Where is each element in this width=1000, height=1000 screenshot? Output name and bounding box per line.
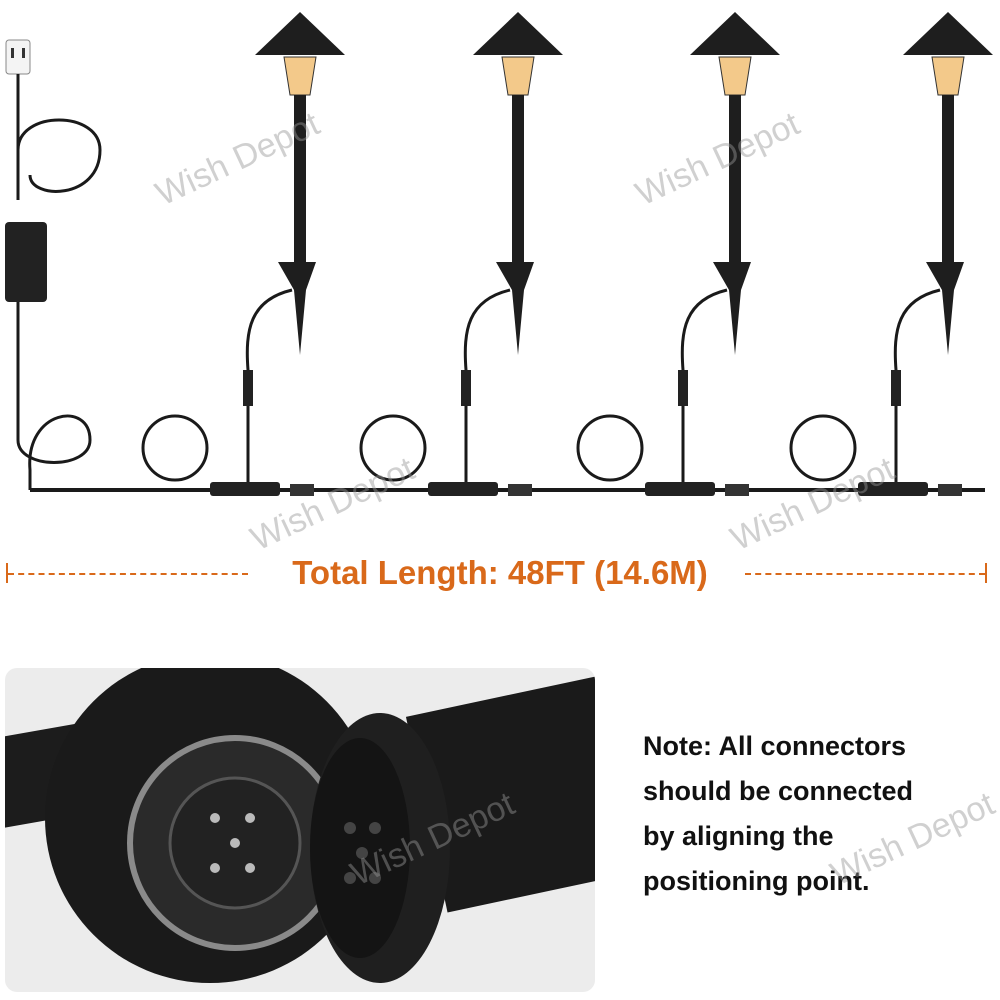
- length-dash-left: [8, 573, 248, 575]
- connector-photo: [5, 668, 595, 992]
- transformer: [5, 222, 47, 302]
- note-line: Note: All connectors: [643, 731, 907, 761]
- total-length-title: Total Length: 48FT (14.6M): [0, 548, 1000, 598]
- length-dash-right: [745, 573, 985, 575]
- note-line: should be connected: [643, 776, 914, 806]
- power-plug-icon: [5, 39, 31, 75]
- path-light: [141, 12, 345, 496]
- total-length-text: Total Length: 48FT (14.6M): [288, 554, 712, 592]
- path-light: [576, 12, 780, 496]
- path-light: [359, 12, 563, 496]
- note-line: positioning point.: [643, 866, 870, 896]
- length-tick-right: [985, 563, 987, 583]
- length-tick-left: [6, 563, 8, 583]
- connector-note: Note: All connectors should be connected…: [643, 724, 913, 904]
- path-light: [789, 12, 993, 496]
- note-line: by aligning the: [643, 821, 834, 851]
